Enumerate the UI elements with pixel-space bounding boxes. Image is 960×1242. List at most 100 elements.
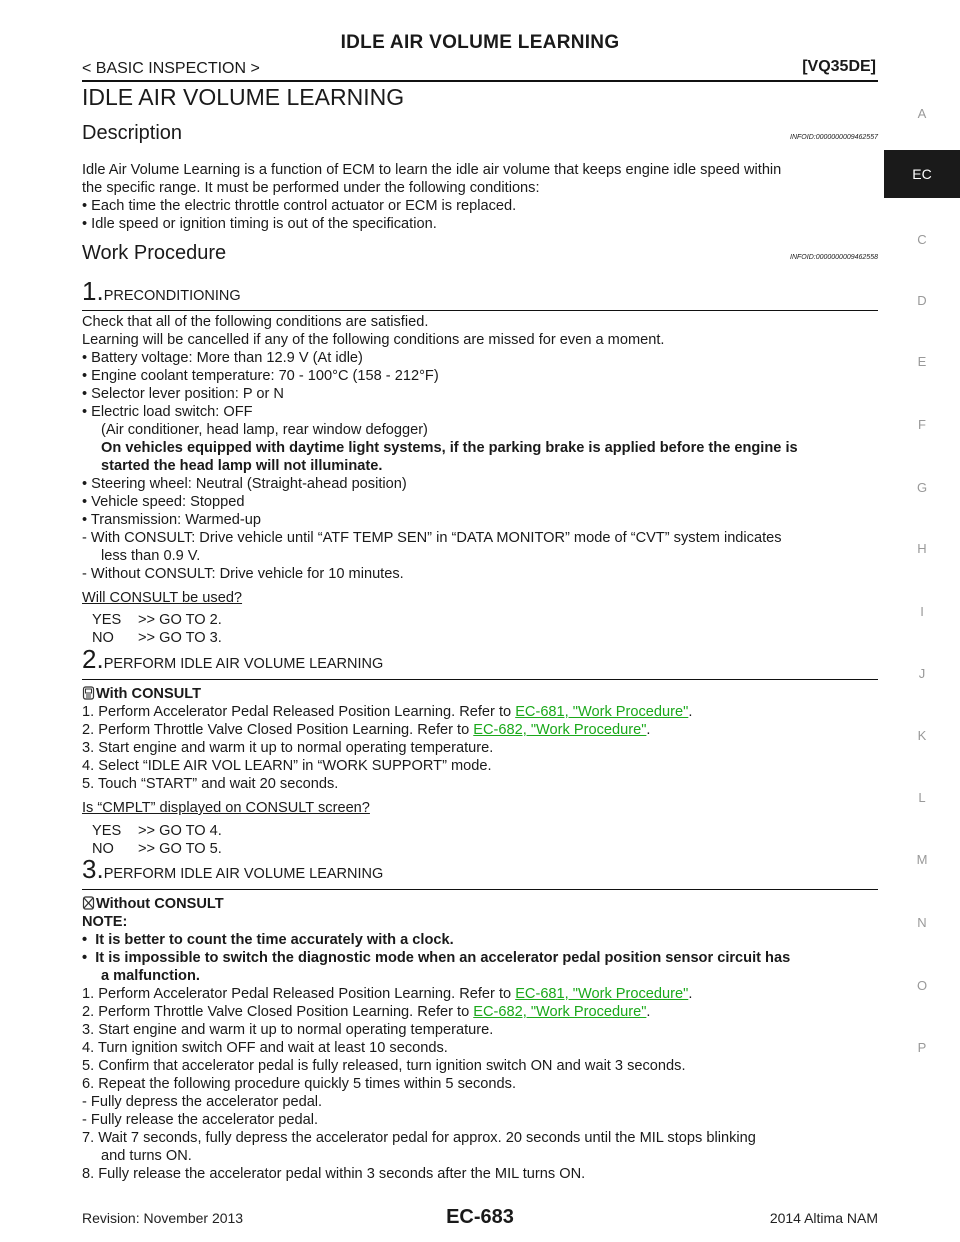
note-text: It is better to count the time accuratel… bbox=[95, 932, 454, 948]
side-tab-a[interactable]: A bbox=[917, 106, 927, 121]
no-label: NO bbox=[92, 841, 114, 857]
mode-line: Without CONSULT bbox=[82, 895, 878, 913]
page-header-title: IDLE AIR VOLUME LEARNING bbox=[340, 32, 620, 53]
side-tab-ec-active[interactable]: EC bbox=[884, 150, 960, 198]
text-line: - Without CONSULT: Drive vehicle for 10 … bbox=[82, 566, 404, 582]
text-line: 5. Touch “START” and wait 20 seconds. bbox=[82, 776, 339, 792]
yes-label: YES bbox=[92, 823, 122, 839]
step-1-label: PRECONDITIONING bbox=[103, 288, 241, 304]
footer-revision: Revision: November 2013 bbox=[82, 1210, 244, 1226]
no-action: >> GO TO 3. bbox=[138, 630, 222, 646]
side-tab-m[interactable]: M bbox=[916, 852, 928, 867]
work-procedure-infoid: INFOID:0000000009462558 bbox=[790, 254, 878, 261]
text-line: • Vehicle speed: Stopped bbox=[82, 494, 245, 510]
step-text: 1. Perform Accelerator Pedal Released Po… bbox=[82, 704, 516, 720]
text-line: • Transmission: Warmed-up bbox=[82, 512, 261, 528]
step-3-label: PERFORM IDLE AIR VOLUME LEARNING bbox=[103, 866, 384, 882]
section-label: < BASIC INSPECTION > bbox=[82, 60, 260, 77]
yes-label: YES bbox=[92, 612, 122, 628]
main-title: IDLE AIR VOLUME LEARNING bbox=[82, 84, 405, 110]
text-line: 8. Fully release the accelerator pedal w… bbox=[82, 1166, 586, 1182]
caution-line: started the head lamp will not illuminat… bbox=[101, 458, 383, 474]
step-3-body: Without CONSULT NOTE: • It is better to … bbox=[82, 895, 878, 1183]
description-line: Idle Air Volume Learning is a function o… bbox=[82, 162, 782, 178]
side-tab-c[interactable]: C bbox=[917, 232, 927, 247]
step-2-heading: 2.PERFORM IDLE AIR VOLUME LEARNING bbox=[82, 644, 383, 675]
text-line: 7. Wait 7 seconds, fully depress the acc… bbox=[82, 1130, 756, 1146]
text-line: Learning will be cancelled if any of the… bbox=[82, 332, 665, 348]
step-1-number: 1. bbox=[82, 276, 104, 306]
description-heading: Description bbox=[82, 122, 183, 144]
side-tab-j[interactable]: J bbox=[918, 666, 926, 681]
ref-link-ec-682[interactable]: EC-682, "Work Procedure" bbox=[473, 722, 647, 738]
step-1-heading: 1.PRECONDITIONING bbox=[82, 276, 241, 307]
text-line: • Battery voltage: More than 12.9 V (At … bbox=[82, 350, 363, 366]
text-line: 5. Confirm that accelerator pedal is ful… bbox=[82, 1058, 686, 1074]
description-body: Idle Air Volume Learning is a function o… bbox=[82, 161, 878, 233]
step-3-number: 3. bbox=[82, 854, 104, 884]
footer-model: 2014 Altima NAM bbox=[769, 1210, 878, 1226]
side-tab-h[interactable]: H bbox=[917, 541, 927, 556]
side-tab-n[interactable]: N bbox=[917, 915, 927, 930]
ref-link-ec-681[interactable]: EC-681, "Work Procedure" bbox=[515, 704, 689, 720]
step-1-rule bbox=[82, 310, 878, 311]
step-3-heading: 3.PERFORM IDLE AIR VOLUME LEARNING bbox=[82, 854, 383, 885]
step-1-yes: YES >> GO TO 2. bbox=[92, 611, 222, 629]
description-infoid: INFOID:0000000009462557 bbox=[790, 134, 878, 141]
step-2-number: 2. bbox=[82, 644, 104, 674]
no-action: >> GO TO 5. bbox=[138, 841, 222, 857]
step-text: 2. Perform Throttle Valve Closed Positio… bbox=[82, 722, 474, 738]
step-2-rule bbox=[82, 679, 878, 680]
header-rule bbox=[82, 80, 878, 82]
side-tab-d[interactable]: D bbox=[917, 293, 927, 308]
step-2-yes: YES>> GO TO 4. bbox=[92, 822, 222, 840]
text-line: • Engine coolant temperature: 70 - 100°C… bbox=[82, 368, 439, 384]
side-tab-k[interactable]: K bbox=[917, 728, 927, 743]
text-line: 3. Start engine and warm it up to normal… bbox=[82, 740, 494, 756]
ref-link-ec-681[interactable]: EC-681, "Work Procedure" bbox=[515, 986, 689, 1002]
step-3-rule bbox=[82, 889, 878, 890]
caution-line: On vehicles equipped with daytime light … bbox=[101, 440, 798, 456]
side-tab-e[interactable]: E bbox=[917, 354, 927, 369]
note-label: NOTE: bbox=[82, 914, 128, 930]
text-line: and turns ON. bbox=[101, 1148, 192, 1164]
no-label: NO bbox=[92, 630, 114, 646]
text-line: 2. Perform Throttle Valve Closed Positio… bbox=[82, 1004, 651, 1020]
text-line: Check that all of the following conditio… bbox=[82, 314, 429, 330]
text-line: 4. Select “IDLE AIR VOL LEARN” in “WORK … bbox=[82, 758, 492, 774]
text-line: 1. Perform Accelerator Pedal Released Po… bbox=[82, 704, 693, 720]
mode-label: Without CONSULT bbox=[96, 896, 224, 912]
text-line: - With CONSULT: Drive vehicle until “ATF… bbox=[82, 530, 782, 546]
side-tab-i[interactable]: I bbox=[920, 604, 924, 619]
step-2-label: PERFORM IDLE AIR VOLUME LEARNING bbox=[103, 656, 384, 672]
description-line: the specific range. It must be performed… bbox=[82, 180, 540, 196]
text-line: 1. Perform Accelerator Pedal Released Po… bbox=[82, 986, 693, 1002]
mode-label: With CONSULT bbox=[96, 686, 201, 702]
description-line: • Idle speed or ignition timing is out o… bbox=[82, 216, 437, 232]
note-line: • It is impossible to switch the diagnos… bbox=[82, 950, 791, 966]
yes-action: >> GO TO 2. bbox=[138, 612, 222, 628]
step-1-question: Will CONSULT be used? bbox=[82, 590, 243, 606]
text-line: (Air conditioner, head lamp, rear window… bbox=[101, 422, 428, 438]
side-tab-f[interactable]: F bbox=[918, 417, 926, 432]
step-2-body: With CONSULT 1. Perform Accelerator Peda… bbox=[82, 685, 878, 793]
side-tab-p[interactable]: P bbox=[917, 1040, 927, 1055]
work-procedure-heading: Work Procedure bbox=[82, 242, 227, 264]
text-line: 2. Perform Throttle Valve Closed Positio… bbox=[82, 722, 651, 738]
side-tab-l[interactable]: L bbox=[918, 790, 926, 805]
page-number: EC-683 bbox=[446, 1206, 514, 1228]
side-tab-g[interactable]: G bbox=[916, 480, 928, 495]
text-line: • Electric load switch: OFF bbox=[82, 404, 253, 420]
side-tab-o[interactable]: O bbox=[916, 978, 928, 993]
mode-line: With CONSULT bbox=[82, 685, 878, 703]
step-text: 1. Perform Accelerator Pedal Released Po… bbox=[82, 986, 516, 1002]
step-1-body: Check that all of the following conditio… bbox=[82, 313, 878, 583]
description-line: • Each time the electric throttle contro… bbox=[82, 198, 517, 214]
note-line: • It is better to count the time accurat… bbox=[82, 932, 454, 948]
text-line: • Steering wheel: Neutral (Straight-ahea… bbox=[82, 476, 407, 492]
note-text: It is impossible to switch the diagnosti… bbox=[95, 950, 791, 966]
step-2-question: Is “CMPLT” displayed on CONSULT screen? bbox=[82, 800, 370, 816]
text-line: • Selector lever position: P or N bbox=[82, 386, 284, 402]
ref-link-ec-682[interactable]: EC-682, "Work Procedure" bbox=[473, 1004, 647, 1020]
text-line: 3. Start engine and warm it up to normal… bbox=[82, 1022, 494, 1038]
